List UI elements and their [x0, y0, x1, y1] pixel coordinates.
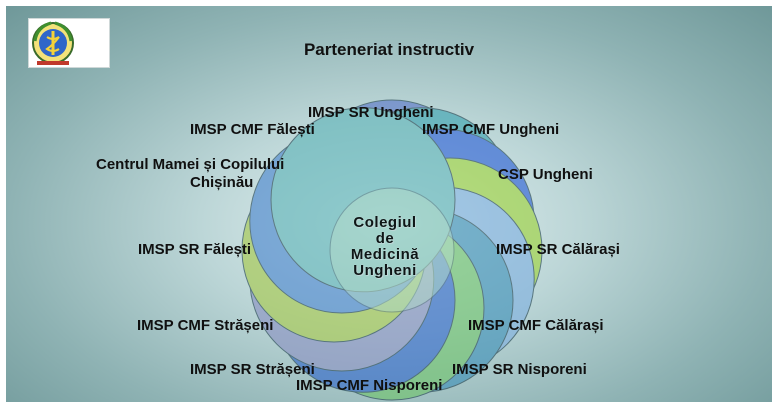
partner-csp-ungheni: CSP Ungheni	[498, 166, 593, 183]
partner-imsp-sr-falesti: IMSP SR Fălești	[138, 241, 252, 258]
partner-imsp-cmf-calarasi: IMSP CMF Călărași	[468, 317, 604, 334]
page-title: Parteneriat instructiv	[303, 40, 475, 59]
partner-imsp-cmf-falesti: IMSP CMF Fălești	[190, 121, 315, 138]
partner-imsp-sr-straseni: IMSP SR Strășeni	[190, 361, 315, 378]
center-label: Colegiul de Medicină Ungheni	[310, 215, 460, 279]
center-line-4: Ungheni	[353, 262, 417, 279]
center-line-1: Colegiul	[353, 214, 417, 231]
center-circle	[329, 187, 455, 313]
partner-chisinau: Chișinău	[190, 174, 254, 191]
partner-imsp-sr-ungheni: IMSP SR Ungheni	[308, 104, 434, 121]
partner-imsp-sr-nisporeni: IMSP SR Nisporeni	[452, 361, 587, 378]
college-emblem-icon	[32, 21, 74, 65]
center-line-2: de	[375, 230, 395, 247]
partner-imsp-cmf-ungheni: IMSP CMF Ungheni	[422, 121, 560, 138]
partner-imsp-sr-calarasi: IMSP SR Călărași	[496, 241, 620, 258]
center-line-3: Medicină	[350, 246, 420, 263]
partner-centrul-mamei: Centrul Mamei și Copilului	[96, 156, 285, 173]
petal-circle	[270, 107, 456, 293]
college-logo	[28, 18, 110, 68]
partner-imsp-cmf-nisporeni: IMSP CMF Nisporeni	[296, 377, 443, 394]
partner-imsp-cmf-straseni: IMSP CMF Strășeni	[137, 317, 274, 334]
